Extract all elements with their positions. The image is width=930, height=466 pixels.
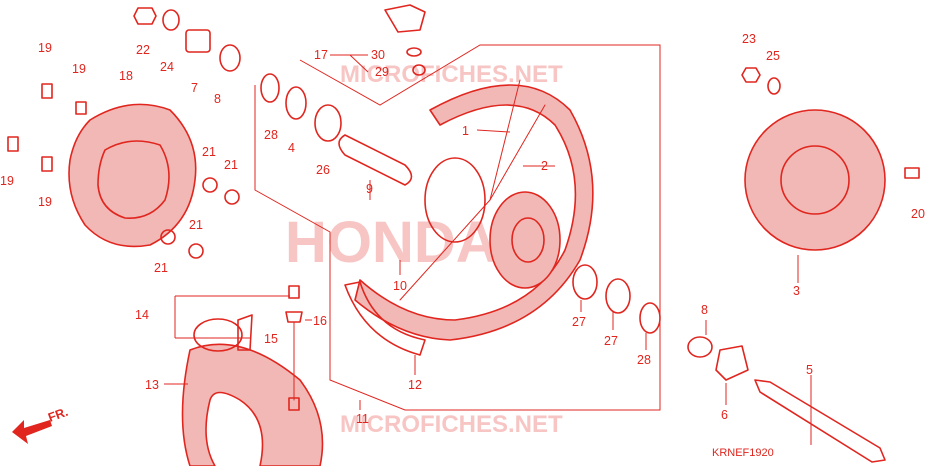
label-part-21d: 21 <box>154 261 168 275</box>
front-marker-label: FR. <box>46 405 70 425</box>
label-part-27a: 27 <box>572 315 586 329</box>
label-part-18: 18 <box>119 69 133 83</box>
label-part-4: 4 <box>288 141 295 155</box>
label-part-19c: 19 <box>0 174 14 188</box>
label-part-22: 22 <box>136 43 150 57</box>
tire-valve <box>285 285 303 411</box>
label-part-2: 2 <box>541 159 548 173</box>
label-part-27b: 27 <box>604 334 618 348</box>
watermark-honda: HONDA <box>285 210 498 275</box>
watermark-top: MICROFICHES.NET <box>340 61 563 88</box>
leader-lines <box>164 54 812 445</box>
disc-bolts <box>7 83 87 172</box>
sprocket-fasteners <box>741 67 920 179</box>
label-part-7: 7 <box>191 81 198 95</box>
label-part-14: 14 <box>135 308 149 322</box>
label-part-28b: 28 <box>637 353 651 367</box>
label-part-16: 16 <box>313 314 327 328</box>
label-part-9: 9 <box>366 182 373 196</box>
label-part-6: 6 <box>721 408 728 422</box>
bearings-left <box>260 73 342 142</box>
axle-parts <box>687 336 886 463</box>
nuts-21 <box>160 177 240 259</box>
label-part-19d: 19 <box>38 195 52 209</box>
part-labels: 1 2 3 4 5 6 7 8 8 9 10 11 12 13 14 15 16… <box>0 32 925 426</box>
label-part-13: 13 <box>145 378 159 392</box>
label-part-21a: 21 <box>202 145 216 159</box>
label-part-19b: 19 <box>72 62 86 76</box>
label-part-1: 1 <box>462 124 469 138</box>
label-part-12: 12 <box>408 378 422 392</box>
label-part-15: 15 <box>264 332 278 346</box>
label-part-29: 29 <box>375 65 389 79</box>
label-part-30: 30 <box>371 48 385 62</box>
label-part-21b: 21 <box>224 158 238 172</box>
label-part-26: 26 <box>316 163 330 177</box>
label-part-5: 5 <box>806 363 813 377</box>
label-part-8a: 8 <box>214 92 221 106</box>
front-arrow-icon <box>12 420 52 444</box>
spacer-tube <box>338 134 413 186</box>
label-part-8b: 8 <box>701 303 708 317</box>
hub <box>399 79 561 301</box>
label-part-21c: 21 <box>189 218 203 232</box>
rim-band <box>344 281 426 356</box>
assembly-outline <box>254 44 661 411</box>
top-small-parts <box>133 7 241 72</box>
brake-disc <box>68 103 197 248</box>
valve-parts <box>384 4 426 76</box>
label-part-24: 24 <box>160 60 174 74</box>
label-part-19a: 19 <box>38 41 52 55</box>
label-part-11: 11 <box>356 412 369 426</box>
label-part-17: 17 <box>314 48 328 62</box>
bearings-right <box>572 264 661 334</box>
label-part-28a: 28 <box>264 128 278 142</box>
label-part-3: 3 <box>793 284 800 298</box>
label-part-25: 25 <box>766 49 780 63</box>
watermark-bottom: MICROFICHES.NET <box>340 411 563 438</box>
sprocket <box>744 109 886 251</box>
diagram-code: KRNEF1920 <box>712 447 774 459</box>
label-part-10: 10 <box>393 279 407 293</box>
label-part-20: 20 <box>911 207 925 221</box>
label-part-23: 23 <box>742 32 756 46</box>
